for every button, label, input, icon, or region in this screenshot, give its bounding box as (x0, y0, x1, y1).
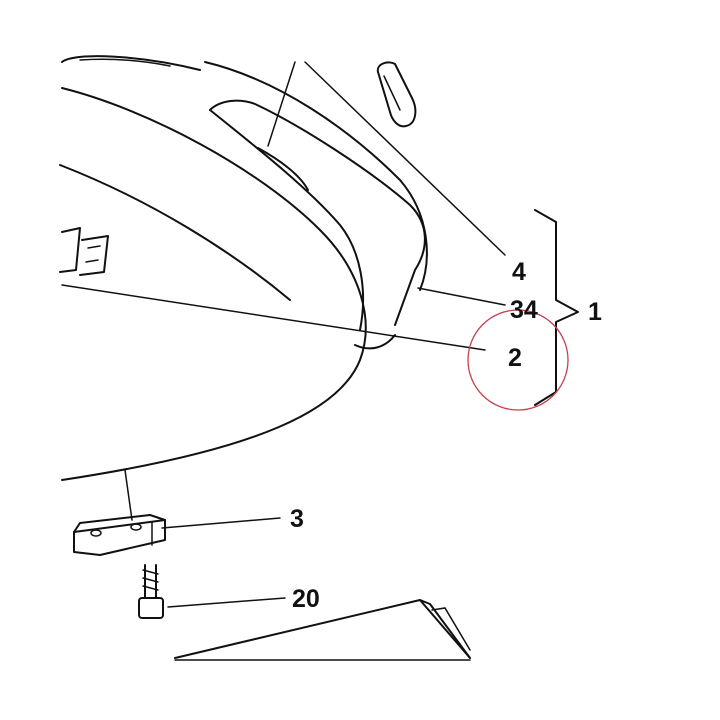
callout-3: 3 (290, 505, 304, 533)
bolt (138, 564, 164, 619)
clip-part (376, 61, 417, 128)
leader-lines (61, 61, 506, 608)
fairing-body (59, 55, 428, 481)
callout-4: 4 (512, 258, 526, 286)
highlight-circle (467, 309, 569, 411)
group-brace (534, 209, 579, 406)
callout-2: 2 (508, 344, 522, 372)
trim-strip (209, 99, 426, 350)
mount-bracket (73, 514, 166, 556)
emblem-logo (59, 227, 109, 276)
lower-panel (174, 599, 471, 661)
callout-34: 34 (510, 296, 538, 324)
callout-1: 1 (588, 298, 602, 326)
callout-20: 20 (292, 585, 320, 613)
